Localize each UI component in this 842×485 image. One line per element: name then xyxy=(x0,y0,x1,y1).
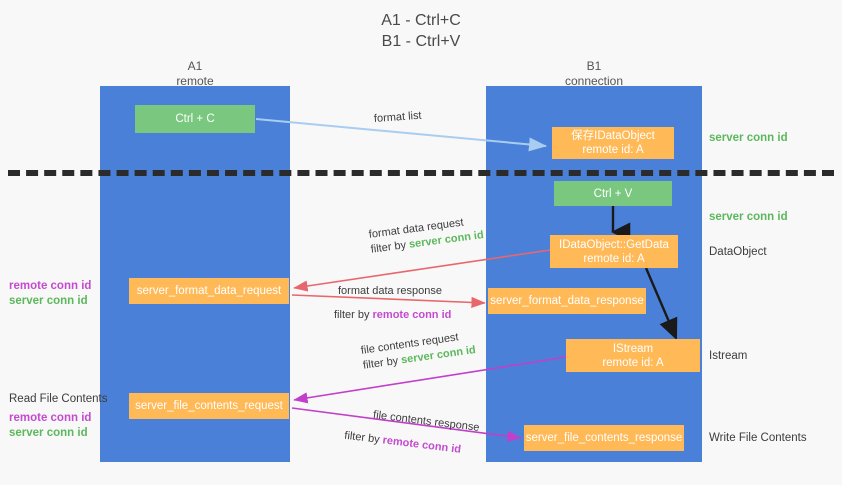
column-header-b1-name: B1 xyxy=(586,59,602,73)
box-ctrl-v-label: Ctrl + V xyxy=(593,187,633,200)
box-server-file-contents-request-label: server_file_contents_request xyxy=(135,400,283,412)
label-server-conn-id-top: server conn id xyxy=(709,132,788,144)
box-idataobject-getdata[interactable]: IDataObject::GetData remote id: A xyxy=(550,235,678,268)
box-save-idataobject[interactable]: 保存IDataObject remote id: A xyxy=(552,127,674,159)
label-istream: Istream xyxy=(709,350,748,362)
edge-label-file-contents-response: file contents response filter by remote … xyxy=(344,408,481,460)
label-write-file-contents: Write File Contents xyxy=(709,432,807,444)
edge-filter-prefix: filter by xyxy=(370,238,410,256)
label-remote-conn-id-upper: remote conn id xyxy=(9,280,92,292)
box-server-file-contents-response-label: server_file_contents_response xyxy=(525,432,683,444)
column-header-a1-name: A1 xyxy=(187,59,203,73)
box-idataobject-getdata-line-1: IDataObject::GetData xyxy=(559,238,669,251)
box-istream[interactable]: IStream remote id: A xyxy=(566,339,700,372)
label-remote-conn-id-lower: remote conn id xyxy=(9,412,92,424)
box-server-format-data-response[interactable]: server_format_data_response xyxy=(488,288,646,314)
edge-filter-key-remote-conn-id: remote conn id xyxy=(372,309,452,321)
title-line-1: A1 - Ctrl+C xyxy=(381,12,461,29)
box-idataobject-getdata-line-2: remote id: A xyxy=(583,252,645,265)
edge-label-format-data-response-line-2: filter by remote conn id xyxy=(334,308,451,323)
box-ctrl-v[interactable]: Ctrl + V xyxy=(554,181,672,206)
edge-label-format-data-response: format data response filter by remote co… xyxy=(334,284,451,323)
box-istream-line-2: remote id: A xyxy=(602,356,664,369)
label-server-conn-id-lower: server conn id xyxy=(9,427,88,439)
column-header-b1: B1 connection xyxy=(486,59,702,89)
label-server-conn-id-upper: server conn id xyxy=(9,295,88,307)
edge-label-file-contents-response-line-1: file contents response xyxy=(372,408,481,434)
column-header-a1-sub: remote xyxy=(176,74,214,88)
box-server-format-data-request[interactable]: server_format_data_request xyxy=(129,278,289,304)
phase-divider xyxy=(8,170,834,176)
edge-label-format-list: format list xyxy=(373,109,422,125)
edge-label-file-contents-request: file contents request filter by server c… xyxy=(360,328,477,374)
edge-label-format-data-request: format data request filter by server con… xyxy=(368,213,485,258)
box-save-idataobject-line-1: 保存IDataObject xyxy=(571,130,655,142)
box-istream-line-1: IStream xyxy=(612,342,654,355)
box-ctrl-c-label: Ctrl + C xyxy=(175,113,215,125)
box-server-format-data-response-label: server_format_data_response xyxy=(490,295,644,307)
edge-filter-prefix: filter by xyxy=(343,429,384,447)
column-header-a1: A1 remote xyxy=(100,59,290,89)
label-server-conn-id-mid: server conn id xyxy=(709,211,788,223)
edge-filter-key-remote-conn-id: remote conn id xyxy=(381,434,462,456)
column-header-b1-sub: connection xyxy=(564,74,624,88)
box-server-format-data-request-label: server_format_data_request xyxy=(136,285,282,297)
edge-filter-prefix: filter by xyxy=(362,354,403,372)
box-server-file-contents-request[interactable]: server_file_contents_request xyxy=(129,393,289,419)
title-line-2: B1 - Ctrl+V xyxy=(381,33,461,50)
label-dataobject: DataObject xyxy=(709,246,767,258)
page-title: A1 - Ctrl+C B1 - Ctrl+V xyxy=(0,10,842,52)
edge-label-format-data-response-line-1: format data response xyxy=(338,285,442,297)
box-save-idataobject-line-2: remote id: A xyxy=(582,144,644,156)
box-ctrl-c[interactable]: Ctrl + C xyxy=(135,105,255,133)
edge-filter-prefix: filter by xyxy=(334,309,373,321)
box-server-file-contents-response[interactable]: server_file_contents_response xyxy=(524,425,684,451)
label-read-file-contents: Read File Contents xyxy=(9,393,108,405)
